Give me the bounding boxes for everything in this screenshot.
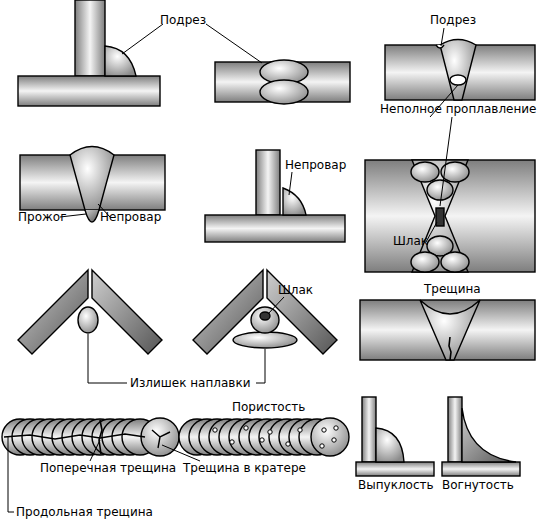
leader-line xyxy=(88,334,127,383)
defect-label: Продольная трещина xyxy=(16,505,153,519)
defect-label: Поперечная трещина xyxy=(40,461,176,475)
corner-joint-slag xyxy=(233,332,297,348)
leader-line xyxy=(162,445,200,461)
v-butt-crack xyxy=(360,300,535,360)
defect-label: Пористость xyxy=(232,400,305,414)
t-joint-undercut xyxy=(105,46,136,76)
v-butt-crack xyxy=(449,337,451,360)
weld-bead-porosity xyxy=(286,442,290,446)
x-groove-slag xyxy=(441,252,469,272)
defect-label: Трещина xyxy=(424,282,481,296)
leader-line xyxy=(8,437,14,512)
v-butt-pore xyxy=(450,75,466,85)
weld-bead-porosity xyxy=(334,426,338,430)
fillet-concave xyxy=(462,408,516,462)
leader-line xyxy=(289,172,292,195)
x-groove-slag xyxy=(427,180,453,200)
leader-line xyxy=(256,349,265,383)
butt-weld-undercut xyxy=(260,80,308,104)
v-butt-crack xyxy=(360,300,535,360)
t-joint-lack-of-fusion xyxy=(205,215,345,242)
burn-through-joint xyxy=(70,147,114,211)
leader-line xyxy=(441,28,444,46)
butt-weld-undercut xyxy=(215,60,350,104)
x-groove-slag xyxy=(412,160,468,272)
fillet-convex xyxy=(362,397,376,462)
leader-line xyxy=(122,24,163,54)
defect-label: Шлак xyxy=(393,234,428,248)
weld-bead-porosity xyxy=(213,428,217,432)
v-butt-pore xyxy=(440,40,476,101)
defect-label: Вогнутость xyxy=(442,478,514,492)
fillet-concave xyxy=(448,397,462,462)
defect-label: Излишек наплавки xyxy=(130,376,250,390)
leader-line xyxy=(8,24,458,512)
t-joint-undercut xyxy=(18,76,160,106)
corner-joint-excess xyxy=(78,307,98,333)
leader-line xyxy=(206,24,262,63)
leader-line xyxy=(90,440,100,461)
corner-joint-excess xyxy=(18,270,162,354)
weld-bead-porosity xyxy=(244,426,248,430)
weld-bead-cracks xyxy=(4,434,145,439)
fillet-convex xyxy=(356,462,434,476)
defect-label: Трещина в кратере xyxy=(183,461,306,475)
weld-shapes xyxy=(2,0,535,476)
t-joint-lack-of-fusion xyxy=(283,188,306,215)
x-groove-slag xyxy=(411,252,439,272)
weld-bead-porosity xyxy=(260,438,264,442)
weld-bead-cracks xyxy=(99,420,102,454)
x-groove-slag xyxy=(365,160,535,272)
weld-bead-porosity xyxy=(322,428,326,432)
weld-bead-porosity xyxy=(179,418,349,456)
defect-label: Непровар xyxy=(100,210,161,224)
weld-bead-porosity xyxy=(230,440,234,444)
defect-label: Шлак xyxy=(278,283,313,297)
fillet-concave xyxy=(442,462,520,476)
leader-line xyxy=(268,297,284,314)
weld-bead-porosity xyxy=(298,428,302,432)
corner-joint-excess xyxy=(18,270,88,354)
x-groove-slag xyxy=(411,162,439,182)
fillet-convex xyxy=(376,428,404,462)
corner-joint-slag xyxy=(251,307,279,333)
corner-joint-excess xyxy=(92,270,162,354)
v-butt-pore xyxy=(436,45,444,48)
weld-bead-cracks xyxy=(152,430,170,448)
t-joint-undercut xyxy=(75,0,105,76)
v-butt-pore xyxy=(385,40,535,101)
corner-joint-slag xyxy=(193,270,337,354)
leader-line xyxy=(440,117,452,206)
defect-label: Выпуклость xyxy=(358,478,434,492)
v-butt-crack xyxy=(420,300,480,360)
defect-label: Подрез xyxy=(160,13,206,27)
weld-bead-porosity xyxy=(332,438,336,442)
weld-bead-porosity xyxy=(268,430,272,434)
fillet-concave xyxy=(442,397,520,476)
fillet-convex xyxy=(356,397,434,476)
defect-label: Непровар xyxy=(285,158,346,172)
x-groove-slag xyxy=(436,208,444,226)
burn-through-joint xyxy=(85,210,99,222)
defect-label: Подрез xyxy=(430,13,476,27)
t-joint-lack-of-fusion xyxy=(256,150,280,215)
x-groove-slag xyxy=(365,160,535,272)
t-joint-undercut xyxy=(18,0,160,106)
weld-bead-porosity xyxy=(311,418,349,456)
defect-label: Прожог xyxy=(18,210,66,224)
weld-bead-cracks xyxy=(2,418,179,456)
weld-bead-porosity xyxy=(320,444,324,448)
defect-label: Неполное проплавление xyxy=(380,102,536,116)
